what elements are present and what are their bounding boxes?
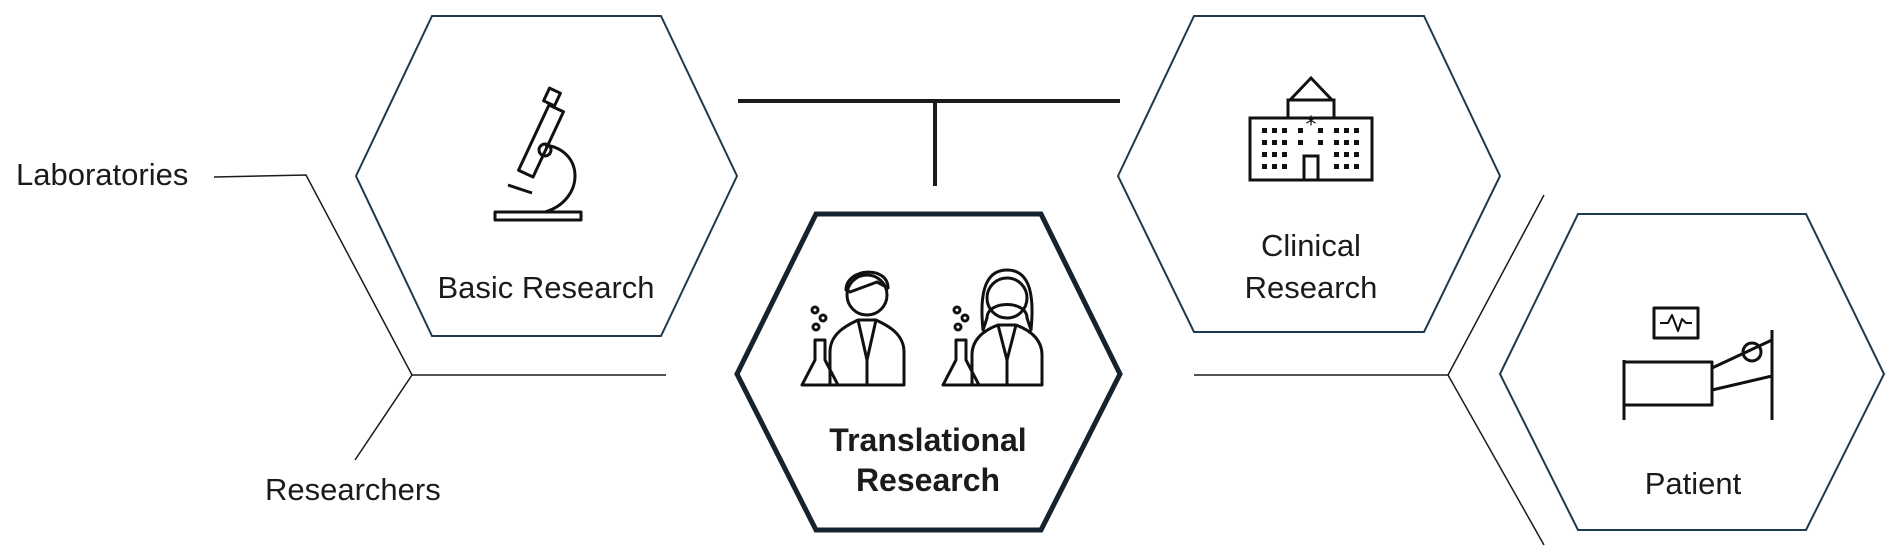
researchers-connector xyxy=(354,374,413,461)
hospital-windows xyxy=(1262,128,1359,169)
clinical-line-2: Research xyxy=(1244,269,1378,305)
hexagon-patient xyxy=(1498,213,1886,531)
hexagon-clinical-research xyxy=(1116,15,1502,333)
translational-research-label: Translational Research xyxy=(829,420,1026,500)
patient-bracket-lower xyxy=(1447,374,1545,546)
researchers-label: Researchers xyxy=(265,472,441,507)
scientists-with-flasks-icon xyxy=(800,268,1044,387)
patient-in-bed-icon xyxy=(1622,306,1774,420)
hexagon-basic-research xyxy=(354,15,739,337)
laboratories-connector xyxy=(213,174,413,376)
clinical-research-label: Clinical Research xyxy=(1245,225,1378,309)
hospital-asterisk: * xyxy=(1306,113,1317,138)
hexagon-translational-research xyxy=(734,211,1123,533)
patient-label: Patient xyxy=(1644,466,1742,501)
patient-bracket-upper xyxy=(1447,194,1545,376)
laboratories-label: Laboratories xyxy=(16,157,189,192)
basic-research-label: Basic Research xyxy=(437,270,655,305)
hospital-icon: * xyxy=(1248,75,1374,182)
microscope-icon xyxy=(493,86,583,222)
clinical-line-1: Clinical xyxy=(1261,228,1361,263)
translational-line-1: Translational xyxy=(829,422,1027,458)
translational-line-2: Research xyxy=(855,462,1001,498)
